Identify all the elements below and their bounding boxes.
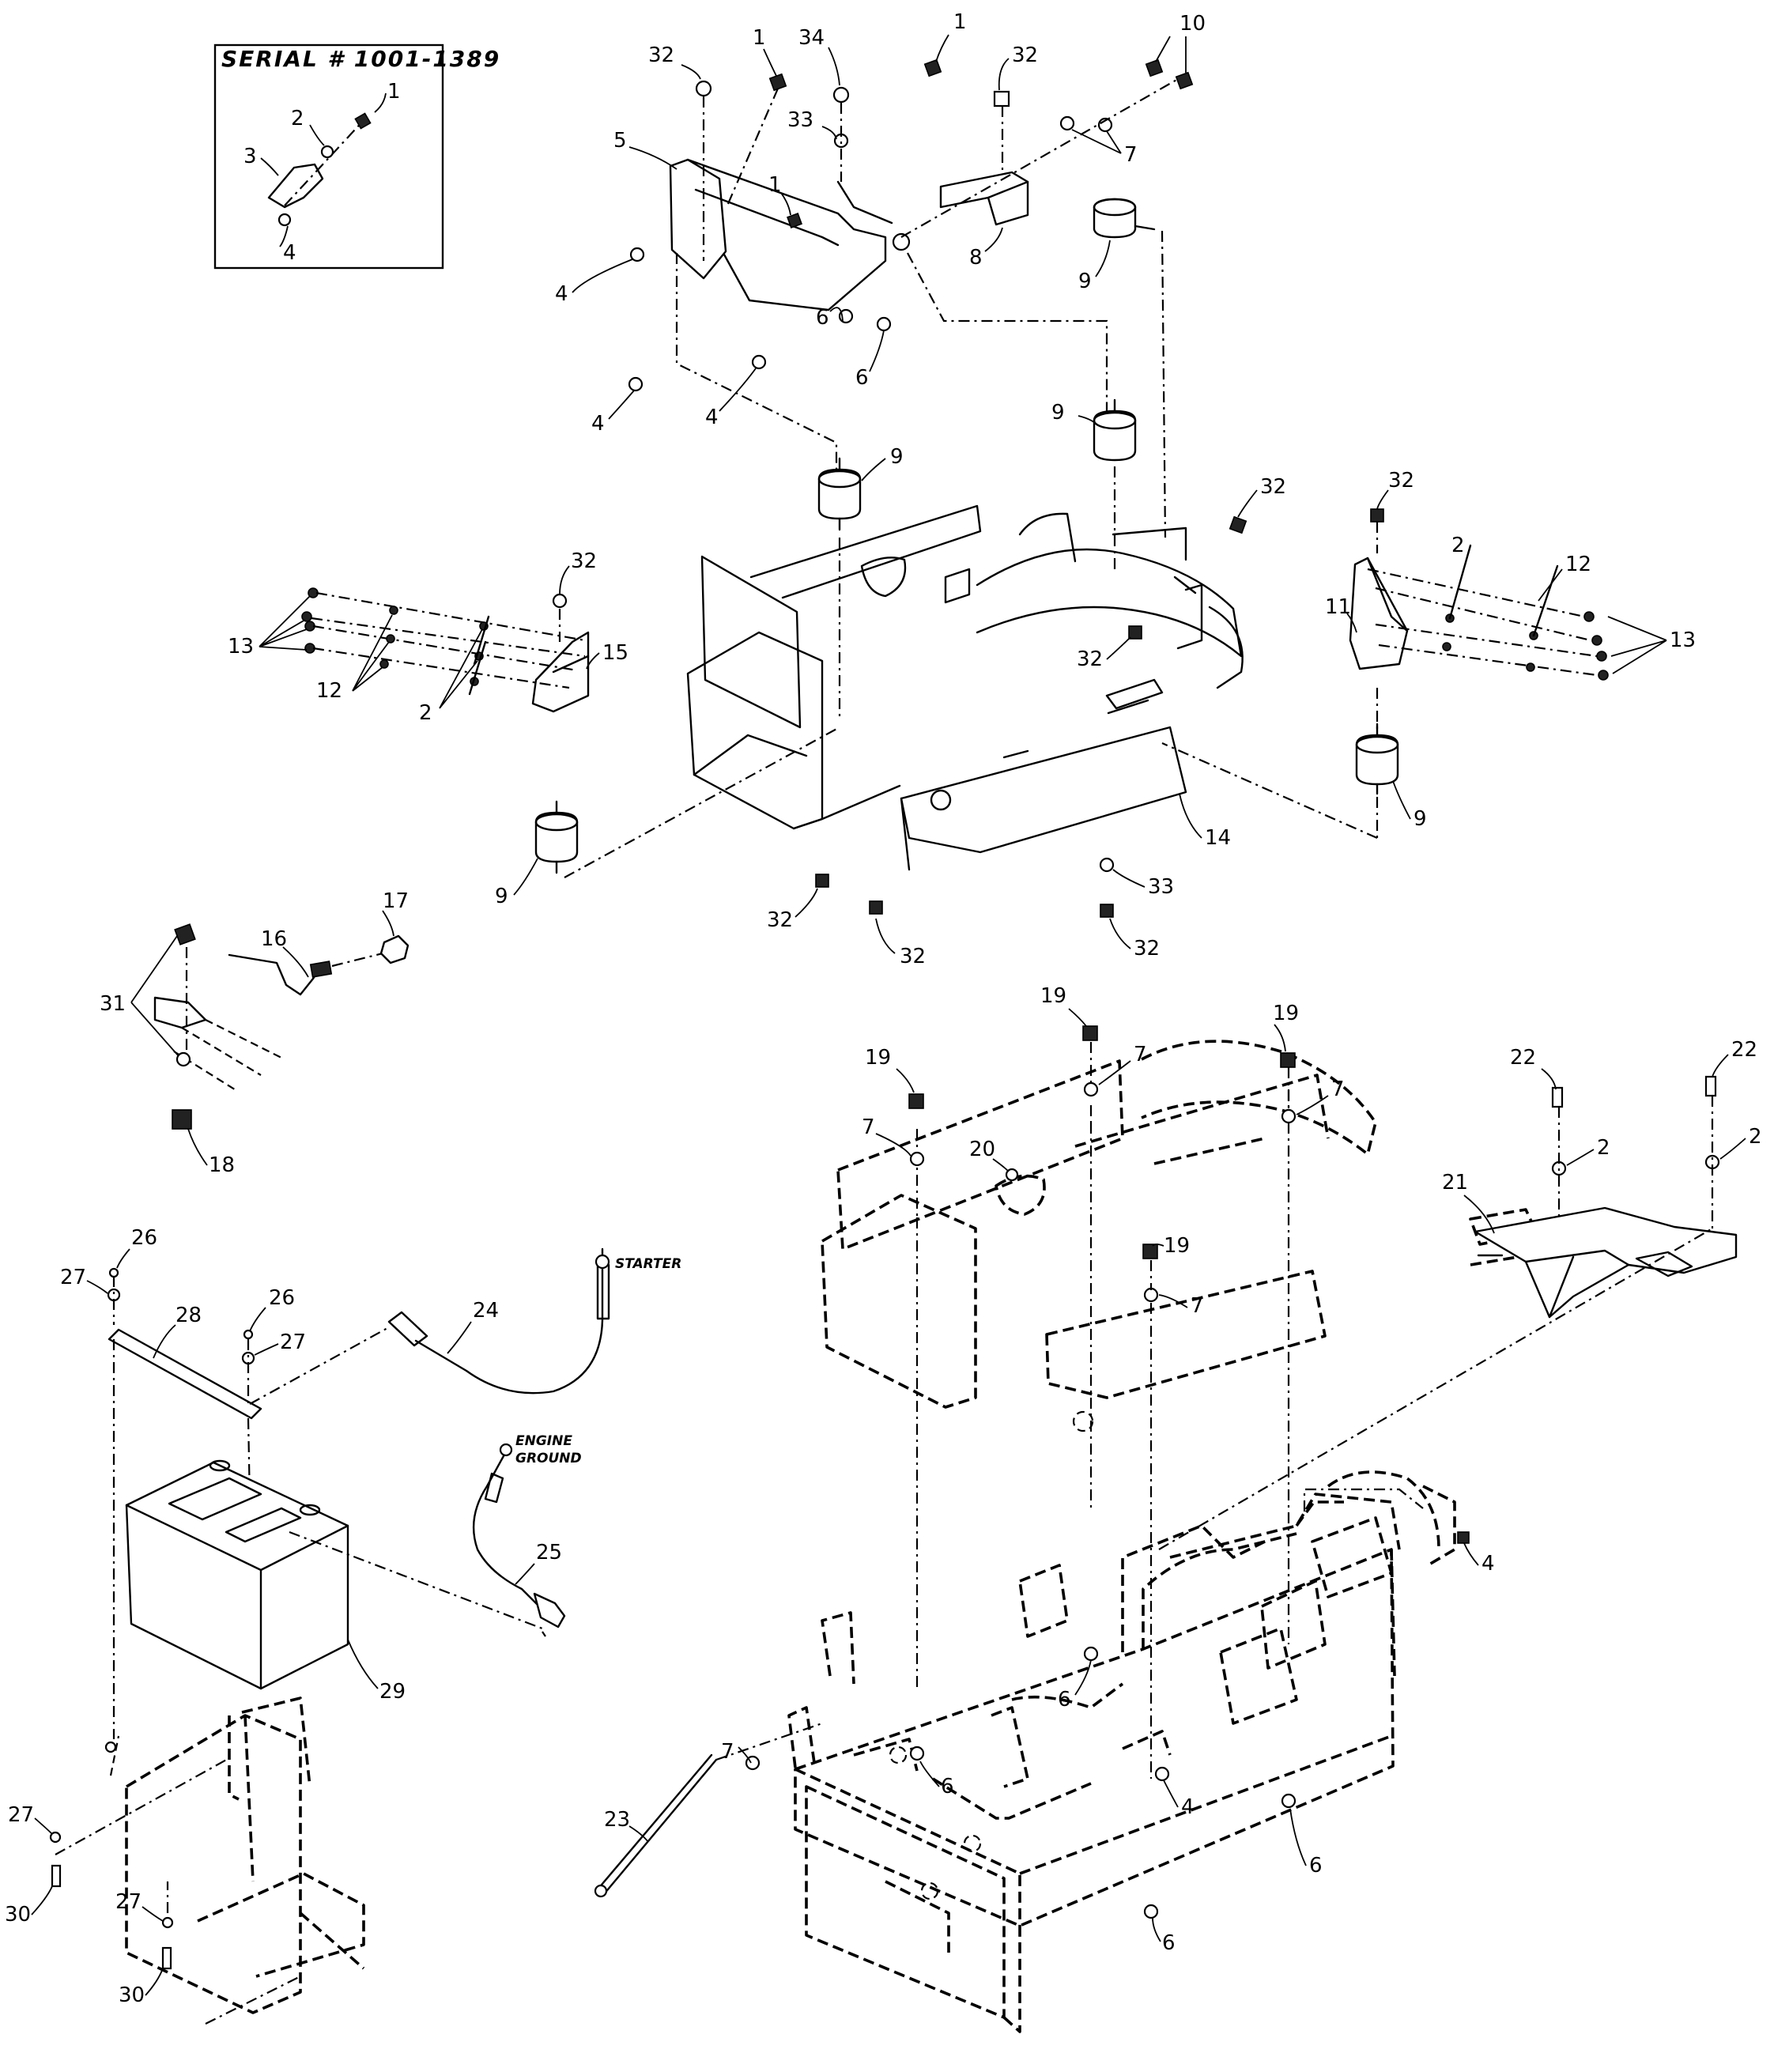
callout-9: 9 [495, 885, 508, 908]
callout-27: 27 [60, 1266, 86, 1289]
callout-6: 6 [1309, 1854, 1323, 1878]
callout-32: 32 [767, 908, 793, 932]
callout-32: 32 [648, 43, 674, 67]
callout-4: 4 [1481, 1552, 1495, 1576]
callout-11: 11 [1325, 595, 1351, 619]
engine-frame-lower [821, 1040, 1551, 1432]
callout-1: 1 [953, 10, 967, 34]
callout-18: 18 [209, 1153, 235, 1177]
serial-title: SERIAL # 1001-1389 [221, 46, 500, 72]
callout-6: 6 [816, 306, 829, 330]
battery-assembly [49, 1267, 543, 2025]
callout-30: 30 [119, 1983, 145, 2007]
callout-32: 32 [1077, 647, 1103, 671]
callout: 3 [243, 145, 257, 168]
battery-cables [387, 1247, 610, 1637]
callout-19: 19 [1164, 1234, 1190, 1258]
callout: 4 [283, 241, 296, 265]
callout-4: 4 [555, 282, 568, 306]
cable-labels: STARTER ENGINE GROUND [515, 1256, 681, 1466]
callout-27: 27 [8, 1803, 34, 1827]
callout-9: 9 [1414, 807, 1427, 831]
callout-22: 22 [1510, 1046, 1536, 1070]
callout-6: 6 [855, 366, 869, 390]
callout-13: 13 [1670, 628, 1696, 652]
callout-19: 19 [1273, 1002, 1299, 1025]
callout-2: 2 [1749, 1125, 1762, 1149]
callout-25: 25 [536, 1541, 562, 1564]
lower-hardware [908, 1025, 1738, 1319]
callout-7: 7 [862, 1115, 875, 1139]
engine-frame-upper [686, 504, 1244, 871]
callout-14: 14 [1205, 826, 1231, 850]
callout-4: 4 [705, 406, 719, 429]
callout-2: 2 [1451, 534, 1465, 557]
callout-13: 13 [228, 635, 254, 659]
callout-12: 12 [1565, 553, 1591, 576]
callout-21: 21 [1442, 1171, 1468, 1195]
callout-26: 26 [269, 1286, 295, 1310]
fuel-fittings [153, 923, 410, 1130]
callout-28: 28 [176, 1304, 202, 1327]
callout-32: 32 [1134, 937, 1160, 961]
callout-30: 30 [5, 1903, 31, 1927]
callout-1: 1 [753, 26, 766, 50]
callout-24: 24 [473, 1299, 499, 1323]
callout-33: 33 [1148, 875, 1174, 899]
callout-15: 15 [602, 641, 628, 665]
callout-7: 7 [1191, 1294, 1204, 1318]
callout-32: 32 [571, 549, 597, 573]
starter-label: STARTER [615, 1256, 681, 1272]
engine-label: ENGINE [515, 1433, 572, 1449]
callout: 2 [291, 107, 304, 130]
callout-32: 32 [1388, 469, 1414, 493]
callout-22: 22 [1731, 1038, 1757, 1062]
callout-4: 4 [591, 412, 605, 436]
callout-6: 6 [941, 1775, 954, 1798]
callout-32: 32 [1260, 475, 1286, 499]
callout-27: 27 [115, 1890, 142, 1914]
callout-19: 19 [1040, 984, 1066, 1008]
callout-10: 10 [1180, 12, 1206, 36]
callout-31: 31 [100, 992, 126, 1016]
callout-20: 20 [969, 1138, 995, 1161]
callout-32: 32 [900, 945, 926, 968]
callout-6: 6 [1162, 1931, 1176, 1955]
callout-32: 32 [1012, 43, 1038, 67]
callout-7: 7 [1331, 1078, 1345, 1101]
callout-8: 8 [969, 246, 983, 270]
callout-5: 5 [613, 129, 627, 153]
callout-9: 9 [890, 445, 904, 469]
main-chassis [594, 1123, 1713, 2033]
callout-2: 2 [419, 701, 432, 725]
callout-7: 7 [1124, 143, 1138, 167]
callouts: 10 1 34 1 32 32 33 5 1 7 8 9 4 6 6 4 4 9 [5, 10, 1762, 2007]
serial-inset: SERIAL # 1001-1389 1 2 3 4 [213, 43, 500, 270]
callout-6: 6 [1058, 1688, 1071, 1712]
callout-4: 4 [1181, 1795, 1195, 1819]
callout-16: 16 [261, 927, 287, 951]
callout-1: 1 [768, 173, 782, 197]
callout-19: 19 [865, 1046, 891, 1070]
upper-bracket [628, 58, 1194, 538]
callout: 1 [387, 80, 401, 104]
callout-7: 7 [721, 1740, 734, 1764]
callout-33: 33 [787, 108, 813, 132]
callout-12: 12 [316, 679, 342, 703]
callout-7: 7 [1134, 1043, 1147, 1066]
side-brackets [301, 508, 1609, 918]
callout-2: 2 [1597, 1136, 1610, 1160]
callout-9: 9 [1078, 270, 1092, 293]
callout-26: 26 [131, 1226, 157, 1250]
callout-34: 34 [798, 26, 825, 50]
callout-29: 29 [379, 1680, 406, 1704]
ground-label: GROUND [515, 1451, 582, 1466]
callout-27: 27 [280, 1330, 306, 1354]
rubber-mounts [534, 398, 1399, 878]
callout-17: 17 [383, 889, 409, 913]
callout-9: 9 [1051, 401, 1065, 425]
callout-23: 23 [604, 1808, 630, 1832]
